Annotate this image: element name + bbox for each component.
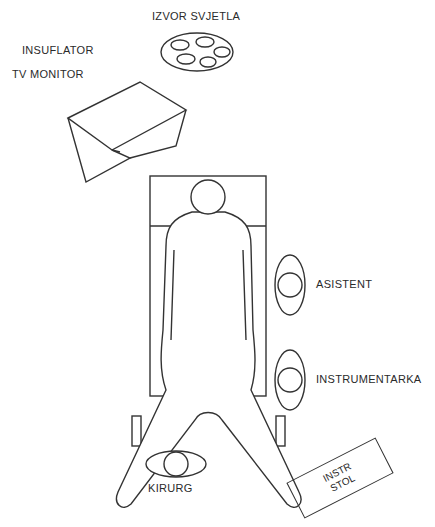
light-label: IZVOR SVJETLA [152,10,240,23]
patient-figure [117,180,301,507]
nurse-label: INSTRUMENTARKA [316,373,421,386]
instrument-table: INSTR STOL [286,437,393,518]
surgeon-label: KIRURG [148,482,193,495]
table-label: INSTR STOL [315,457,365,498]
surgeon-figure [146,451,206,477]
nurse-figure [275,350,305,410]
leg-holder [276,416,285,446]
monitor-box [68,82,186,182]
light-bulbs [171,37,230,67]
insufflator-label: INSUFLATOR [22,44,94,57]
monitor-label: TV MONITOR [12,68,84,81]
light-source [161,33,233,71]
assistant-figure [275,255,305,315]
leg-holder [132,416,141,446]
assistant-label: ASISTENT [316,278,372,291]
